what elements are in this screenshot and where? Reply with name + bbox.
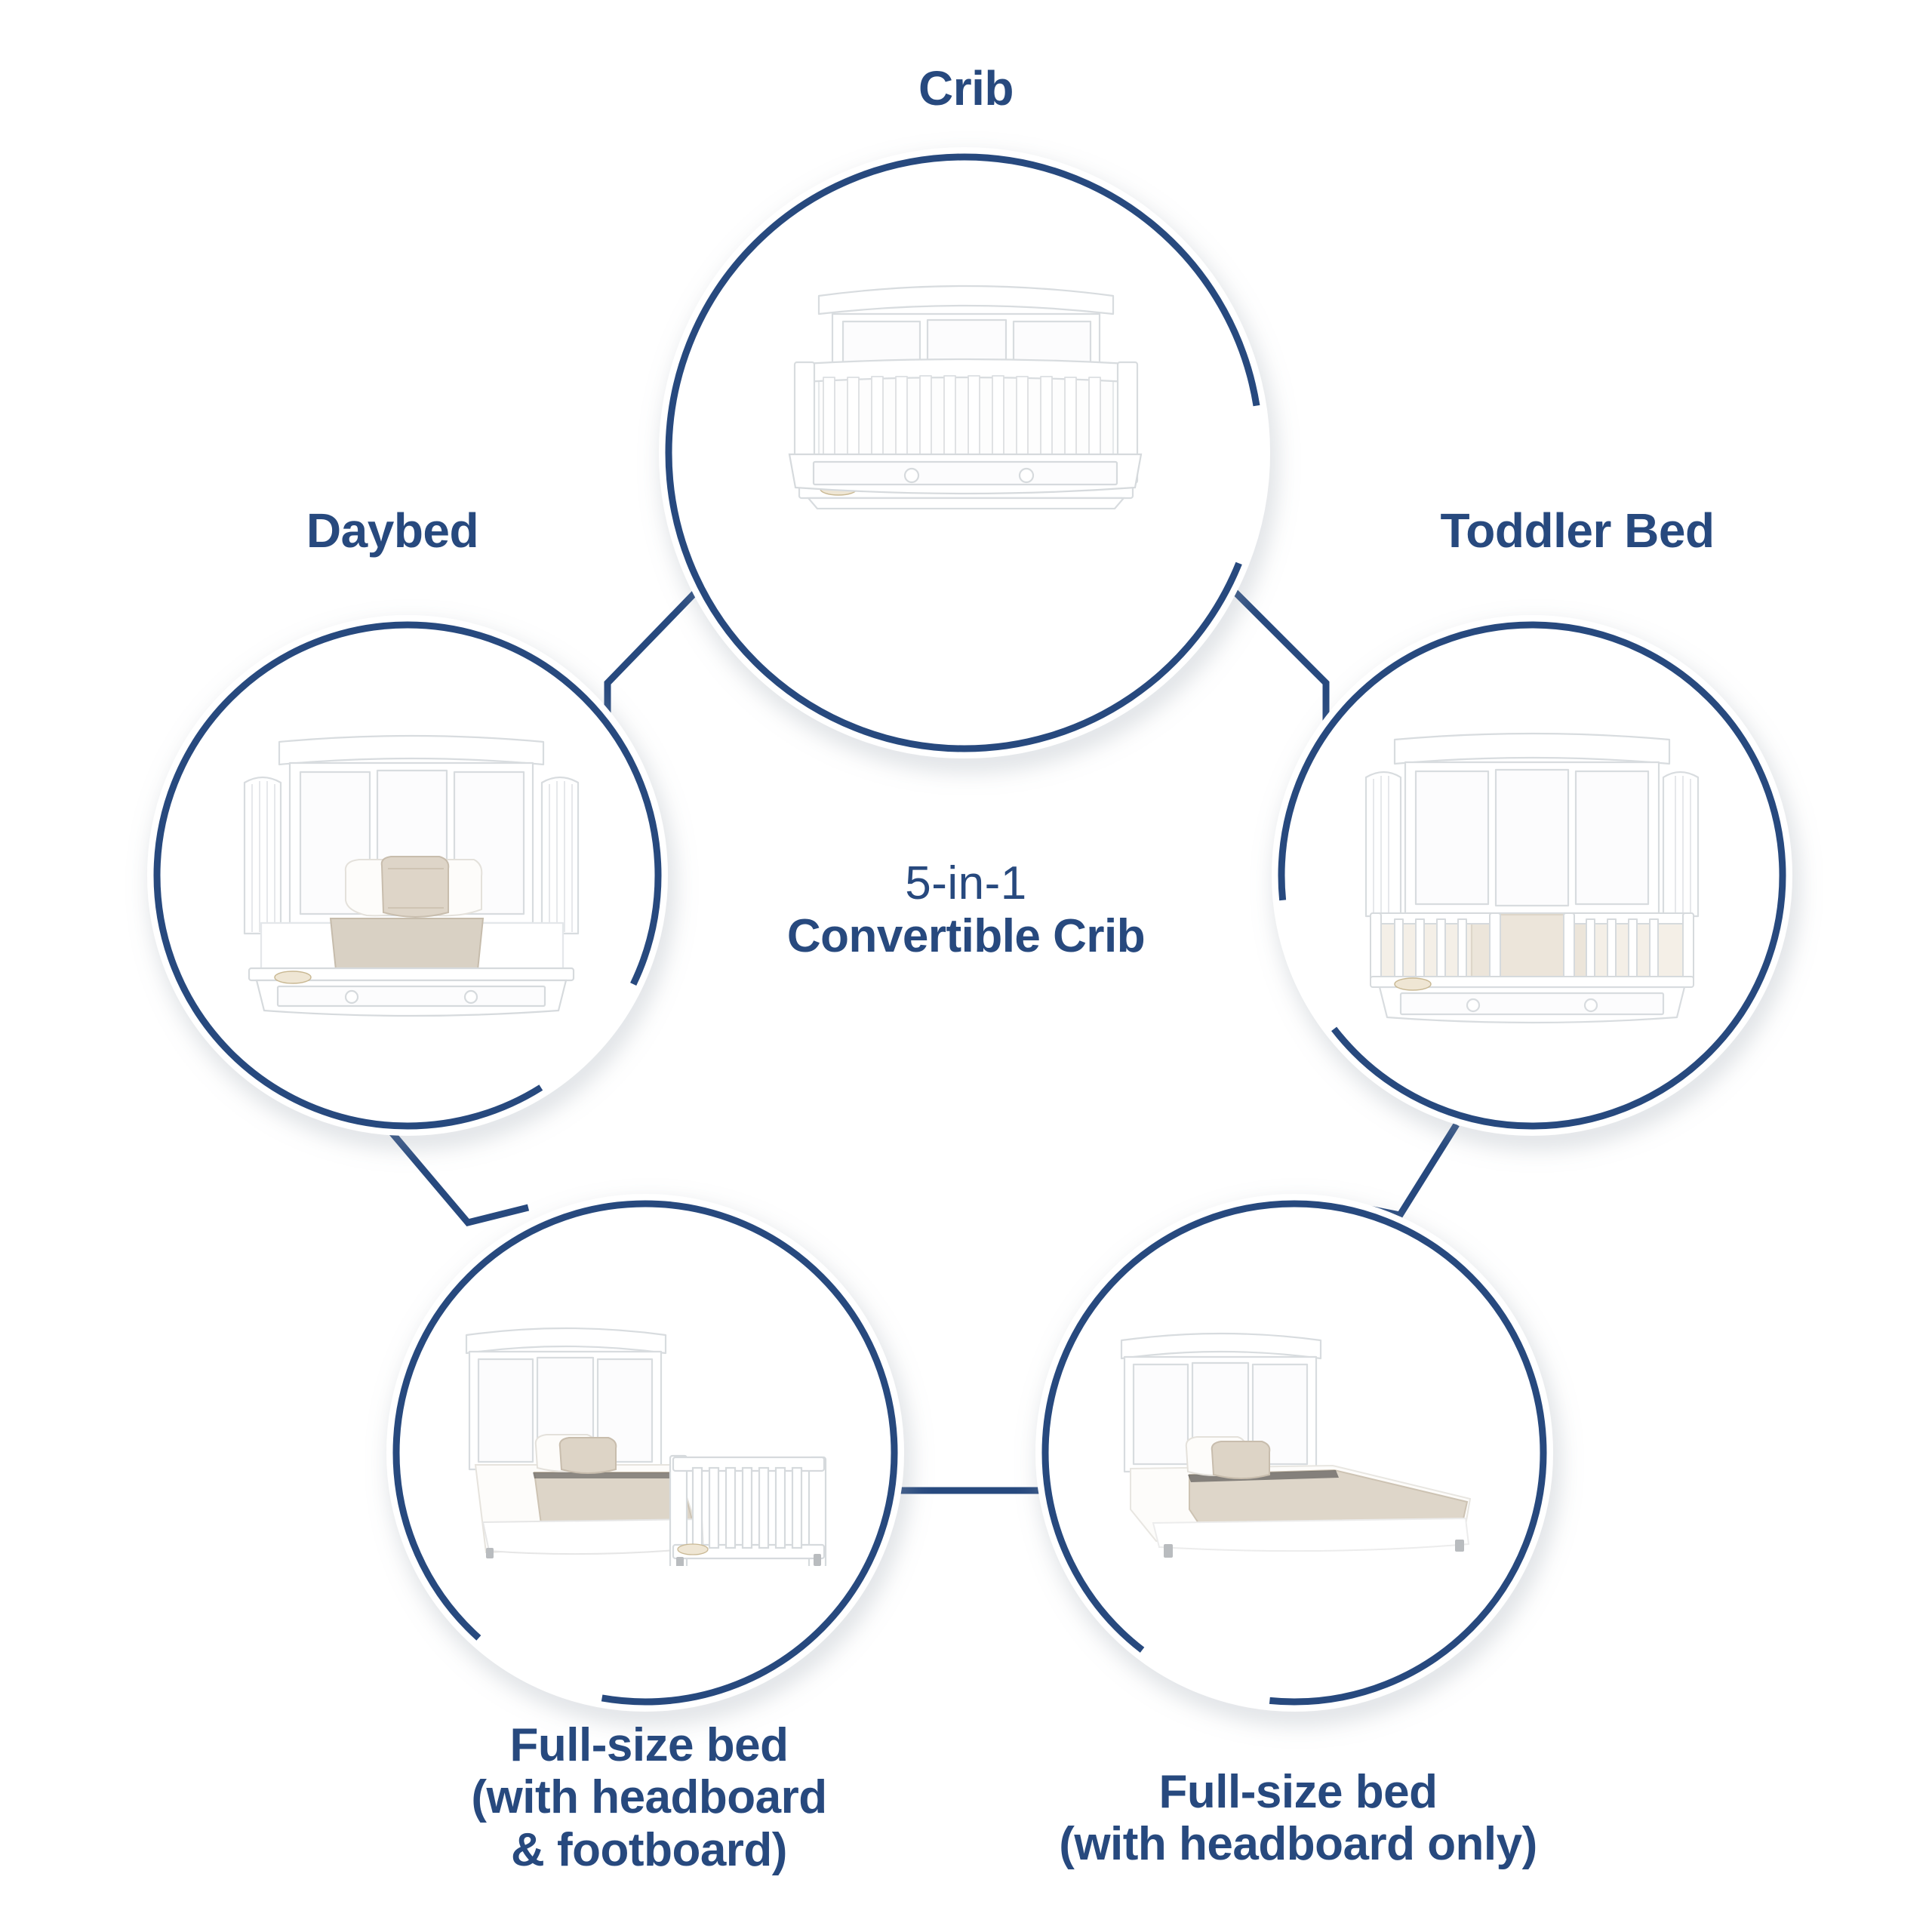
connector-toddler-fullhead — [1361, 1122, 1460, 1220]
circle-outline-fullboth — [392, 1200, 898, 1706]
center-title-line1: 5-in-1 — [905, 857, 1027, 909]
node-label-full-size-bed-headboard-footboard: Full-size bed (with headboard & footboar… — [471, 1719, 827, 1876]
circle-outline-daybed — [153, 621, 662, 1130]
circle-outlines — [153, 153, 1786, 1706]
circle-outline-crib — [665, 153, 1264, 752]
node-label-toddler: Toddler Bed — [1440, 503, 1715, 558]
connector-daybed-fullboth — [382, 1122, 530, 1227]
node-label-daybed: Daybed — [306, 503, 479, 558]
circle-outline-toddler — [1278, 621, 1786, 1130]
node-label-crib: Crib — [918, 61, 1014, 115]
circle-outline-fullhead — [1041, 1200, 1547, 1706]
node-label-full-size-bed-headboard-only: Full-size bed (with headboard only) — [1059, 1766, 1537, 1871]
center-title-line2: Convertible Crib — [786, 910, 1146, 962]
center-title: 5-in-1 Convertible Crib — [664, 860, 1268, 966]
